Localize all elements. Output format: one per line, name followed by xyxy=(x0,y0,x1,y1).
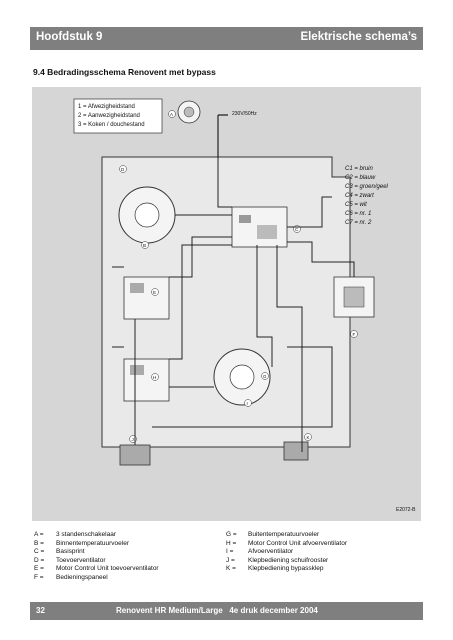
legend-item: H =Motor Control Unit afvoerventilator xyxy=(226,539,347,547)
switch-legend-line-1: 1 = Afwezigheidstand xyxy=(78,104,135,110)
switch-legend-line-3: 3 = Koken / douchestand xyxy=(78,122,145,128)
wiring-diagram: 1 = Afwezigheidstand 2 = Aanwezigheidsta… xyxy=(73,98,416,513)
section-title: Elektrische schema’s xyxy=(300,31,417,43)
legend-item: J =Klepbediening schuifrooster xyxy=(226,556,329,564)
tag-c-label: C xyxy=(295,227,299,232)
legend-right: G =Buitentemperatuurvoeler H =Motor Cont… xyxy=(226,531,347,574)
page-footer: 32 Renovent HR Medium/Large 4e druk dece… xyxy=(30,602,423,620)
color-legend-5: C5 = wit xyxy=(345,202,367,208)
legend-item: E =Motor Control Unit toevoerventilator xyxy=(34,565,159,573)
legend-item: B =Binnentemperatuurvoeler xyxy=(34,539,129,547)
tag-a xyxy=(168,110,176,118)
switch-legend-box xyxy=(73,98,163,134)
legend-item: D =Toevoerventilator xyxy=(34,556,106,564)
tag-f xyxy=(350,330,358,338)
tag-h xyxy=(151,373,159,381)
damper-j xyxy=(119,444,151,466)
drawing-code: E2072-B xyxy=(396,507,416,513)
wiring xyxy=(112,157,355,452)
tag-g xyxy=(261,372,269,380)
section-heading: 9.4 Bedradingsschema Renovent met bypass xyxy=(33,67,216,77)
tag-f-label: F xyxy=(353,332,356,337)
legend-item: K =Klepbediening bypassklep xyxy=(226,565,324,573)
color-legend-3: C3 = groen/geel xyxy=(345,184,389,190)
switch-legend-line-2: 2 = Aanwezigheidstand xyxy=(78,113,140,119)
tag-j-label: J xyxy=(132,437,134,442)
tag-k-label: K xyxy=(307,435,310,440)
legend-item: A =3 standenschakelaar xyxy=(34,531,116,538)
tag-e-label: E xyxy=(153,290,156,295)
tag-d-label: D xyxy=(121,167,125,172)
legend-item: F =Bedieningspaneel xyxy=(34,573,108,581)
tag-b-label: B xyxy=(143,243,146,248)
tag-a-label: A xyxy=(170,112,173,117)
chapter-title: Hoofdstuk 9 xyxy=(36,31,103,43)
legend-item: I =Afvoerventilator xyxy=(226,548,294,556)
footer-title: Renovent HR Medium/Large 4e druk decembe… xyxy=(116,606,318,615)
color-legend-7: C7 = nr. 2 xyxy=(345,220,372,226)
color-legend-4: C4 = zwart xyxy=(345,193,374,199)
legend-item: C =Basisprint xyxy=(34,548,85,556)
wiring-diagram-panel: 1 = Afwezigheidstand 2 = Aanwezigheidsta… xyxy=(32,87,421,521)
power-label: 230V/50Hz xyxy=(232,111,257,117)
tag-b xyxy=(141,241,149,249)
color-legend-6: C6 = nr. 1 xyxy=(345,211,371,217)
legend-left: A =3 standenschakelaar B =Binnentemperat… xyxy=(34,531,159,583)
legend-item: G =Buitentemperatuurvoeler xyxy=(226,531,320,538)
page-number: 32 xyxy=(36,606,45,615)
tag-i-label: I xyxy=(247,401,248,406)
color-legend-2: C2 = blauw xyxy=(345,175,376,181)
page-header: Hoofdstuk 9 Elektrische schema’s xyxy=(30,27,423,50)
tag-k xyxy=(304,433,312,441)
damper-k xyxy=(283,441,309,461)
tag-g-label: G xyxy=(263,374,267,379)
tag-h-label: H xyxy=(153,375,156,380)
tag-i xyxy=(244,399,252,407)
tag-e xyxy=(151,288,159,296)
color-legend-1: C1 = bruin xyxy=(345,166,374,172)
power-cable xyxy=(217,114,228,157)
tag-d xyxy=(119,165,127,173)
